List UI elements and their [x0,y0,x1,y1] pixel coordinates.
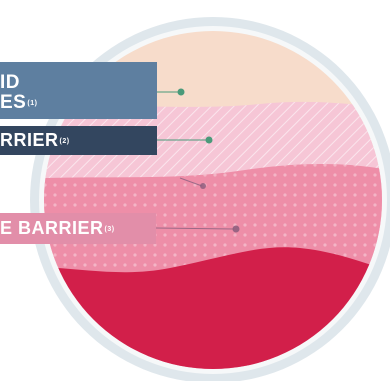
callout-barrier-2: RRIER(2) [0,126,157,155]
callout-1-line-1: ID [0,73,37,93]
callout-3-label: E BARRIER [0,218,104,239]
callout-2-label: RRIER [0,130,59,151]
callout-1-marker: (1) [27,100,37,107]
pointer-dot-4 [233,226,240,233]
pointer-dot-2 [206,137,213,144]
callout-2-marker: (2) [60,138,70,145]
pointer-dot-3 [200,183,206,189]
callout-1-line-2-wrap: ES(1) [0,93,37,113]
callout-lipid-layer: ID ES(1) [0,62,157,119]
callout-barrier-3: E BARRIER(3) [0,213,156,244]
callout-3-marker: (3) [105,226,115,233]
callout-1-line-2: ES [0,92,26,113]
pointer-dot-1 [178,89,185,96]
